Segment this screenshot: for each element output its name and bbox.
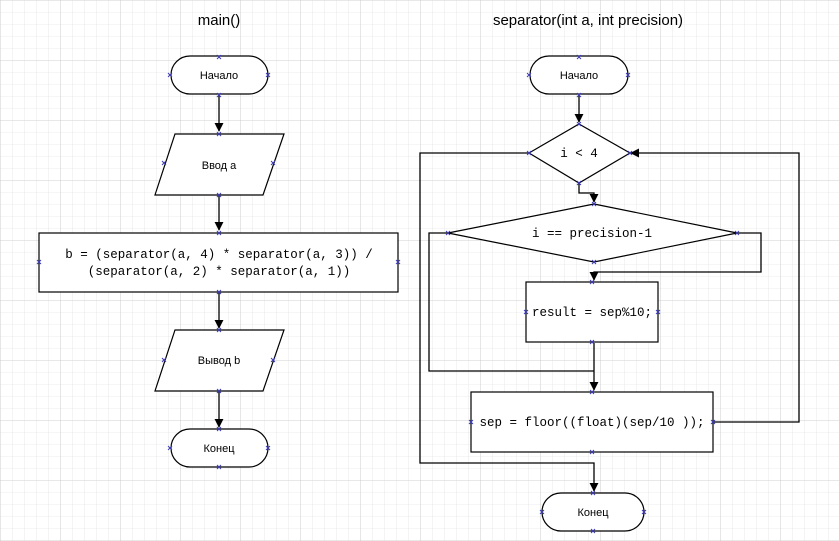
main-end-terminator[interactable]: Конец xyxy=(170,428,269,468)
separator-title: separator(int a, int precision) xyxy=(493,12,683,29)
assign-sep-label: sep = floor((float)(sep/10 )); xyxy=(479,416,704,430)
main-input-label: Ввод a xyxy=(202,160,237,172)
main-output-block[interactable]: Вывод b xyxy=(154,329,285,392)
assign-result-block[interactable]: result = sep%10; xyxy=(525,281,659,343)
main-output-label: Вывод b xyxy=(198,355,240,367)
loop-condition-label: i < 4 xyxy=(560,147,598,161)
if-condition-label: i == precision-1 xyxy=(532,227,652,241)
separator-start-terminator[interactable]: Начало xyxy=(529,55,629,95)
assign-result-label: result = sep%10; xyxy=(532,306,652,320)
main-process-line2: (separator(a, 2) * separator(a, 1)) xyxy=(88,265,351,279)
main-process-line1: b = (separator(a, 4) * separator(a, 3)) … xyxy=(65,248,373,262)
connector-if-yes-to-result[interactable] xyxy=(589,232,762,281)
separator-end-terminator[interactable]: Конец xyxy=(541,492,645,532)
main-process-block[interactable]: b = (separator(a, 4) * separator(a, 3)) … xyxy=(38,232,399,293)
main-start-terminator[interactable]: Начало xyxy=(170,55,269,95)
connector-loop-exit-to-end[interactable] xyxy=(419,152,599,492)
main-connection-points xyxy=(36,54,401,470)
main-title: main() xyxy=(198,12,241,29)
connector-sep-loop-back[interactable] xyxy=(630,148,800,423)
assign-sep-block[interactable]: sep = floor((float)(sep/10 )); xyxy=(470,391,714,453)
main-flowchart: Начало Ввод a b = (separator(a, 4) * sep… xyxy=(36,54,401,470)
separator-start-label: Начало xyxy=(560,70,598,82)
connector-loop-to-if[interactable] xyxy=(578,183,599,203)
if-condition-decision[interactable]: i == precision-1 xyxy=(447,203,738,263)
main-end-label: Конец xyxy=(203,443,235,455)
separator-end-label: Конец xyxy=(577,507,609,519)
connector-if-no-bypass[interactable] xyxy=(428,232,594,372)
main-input-block[interactable]: Ввод a xyxy=(154,133,285,196)
main-start-label: Начало xyxy=(200,70,238,82)
separator-flowchart: Начало i < 4 i == precision-1 result = s… xyxy=(419,54,800,534)
separator-connection-points xyxy=(445,54,740,534)
